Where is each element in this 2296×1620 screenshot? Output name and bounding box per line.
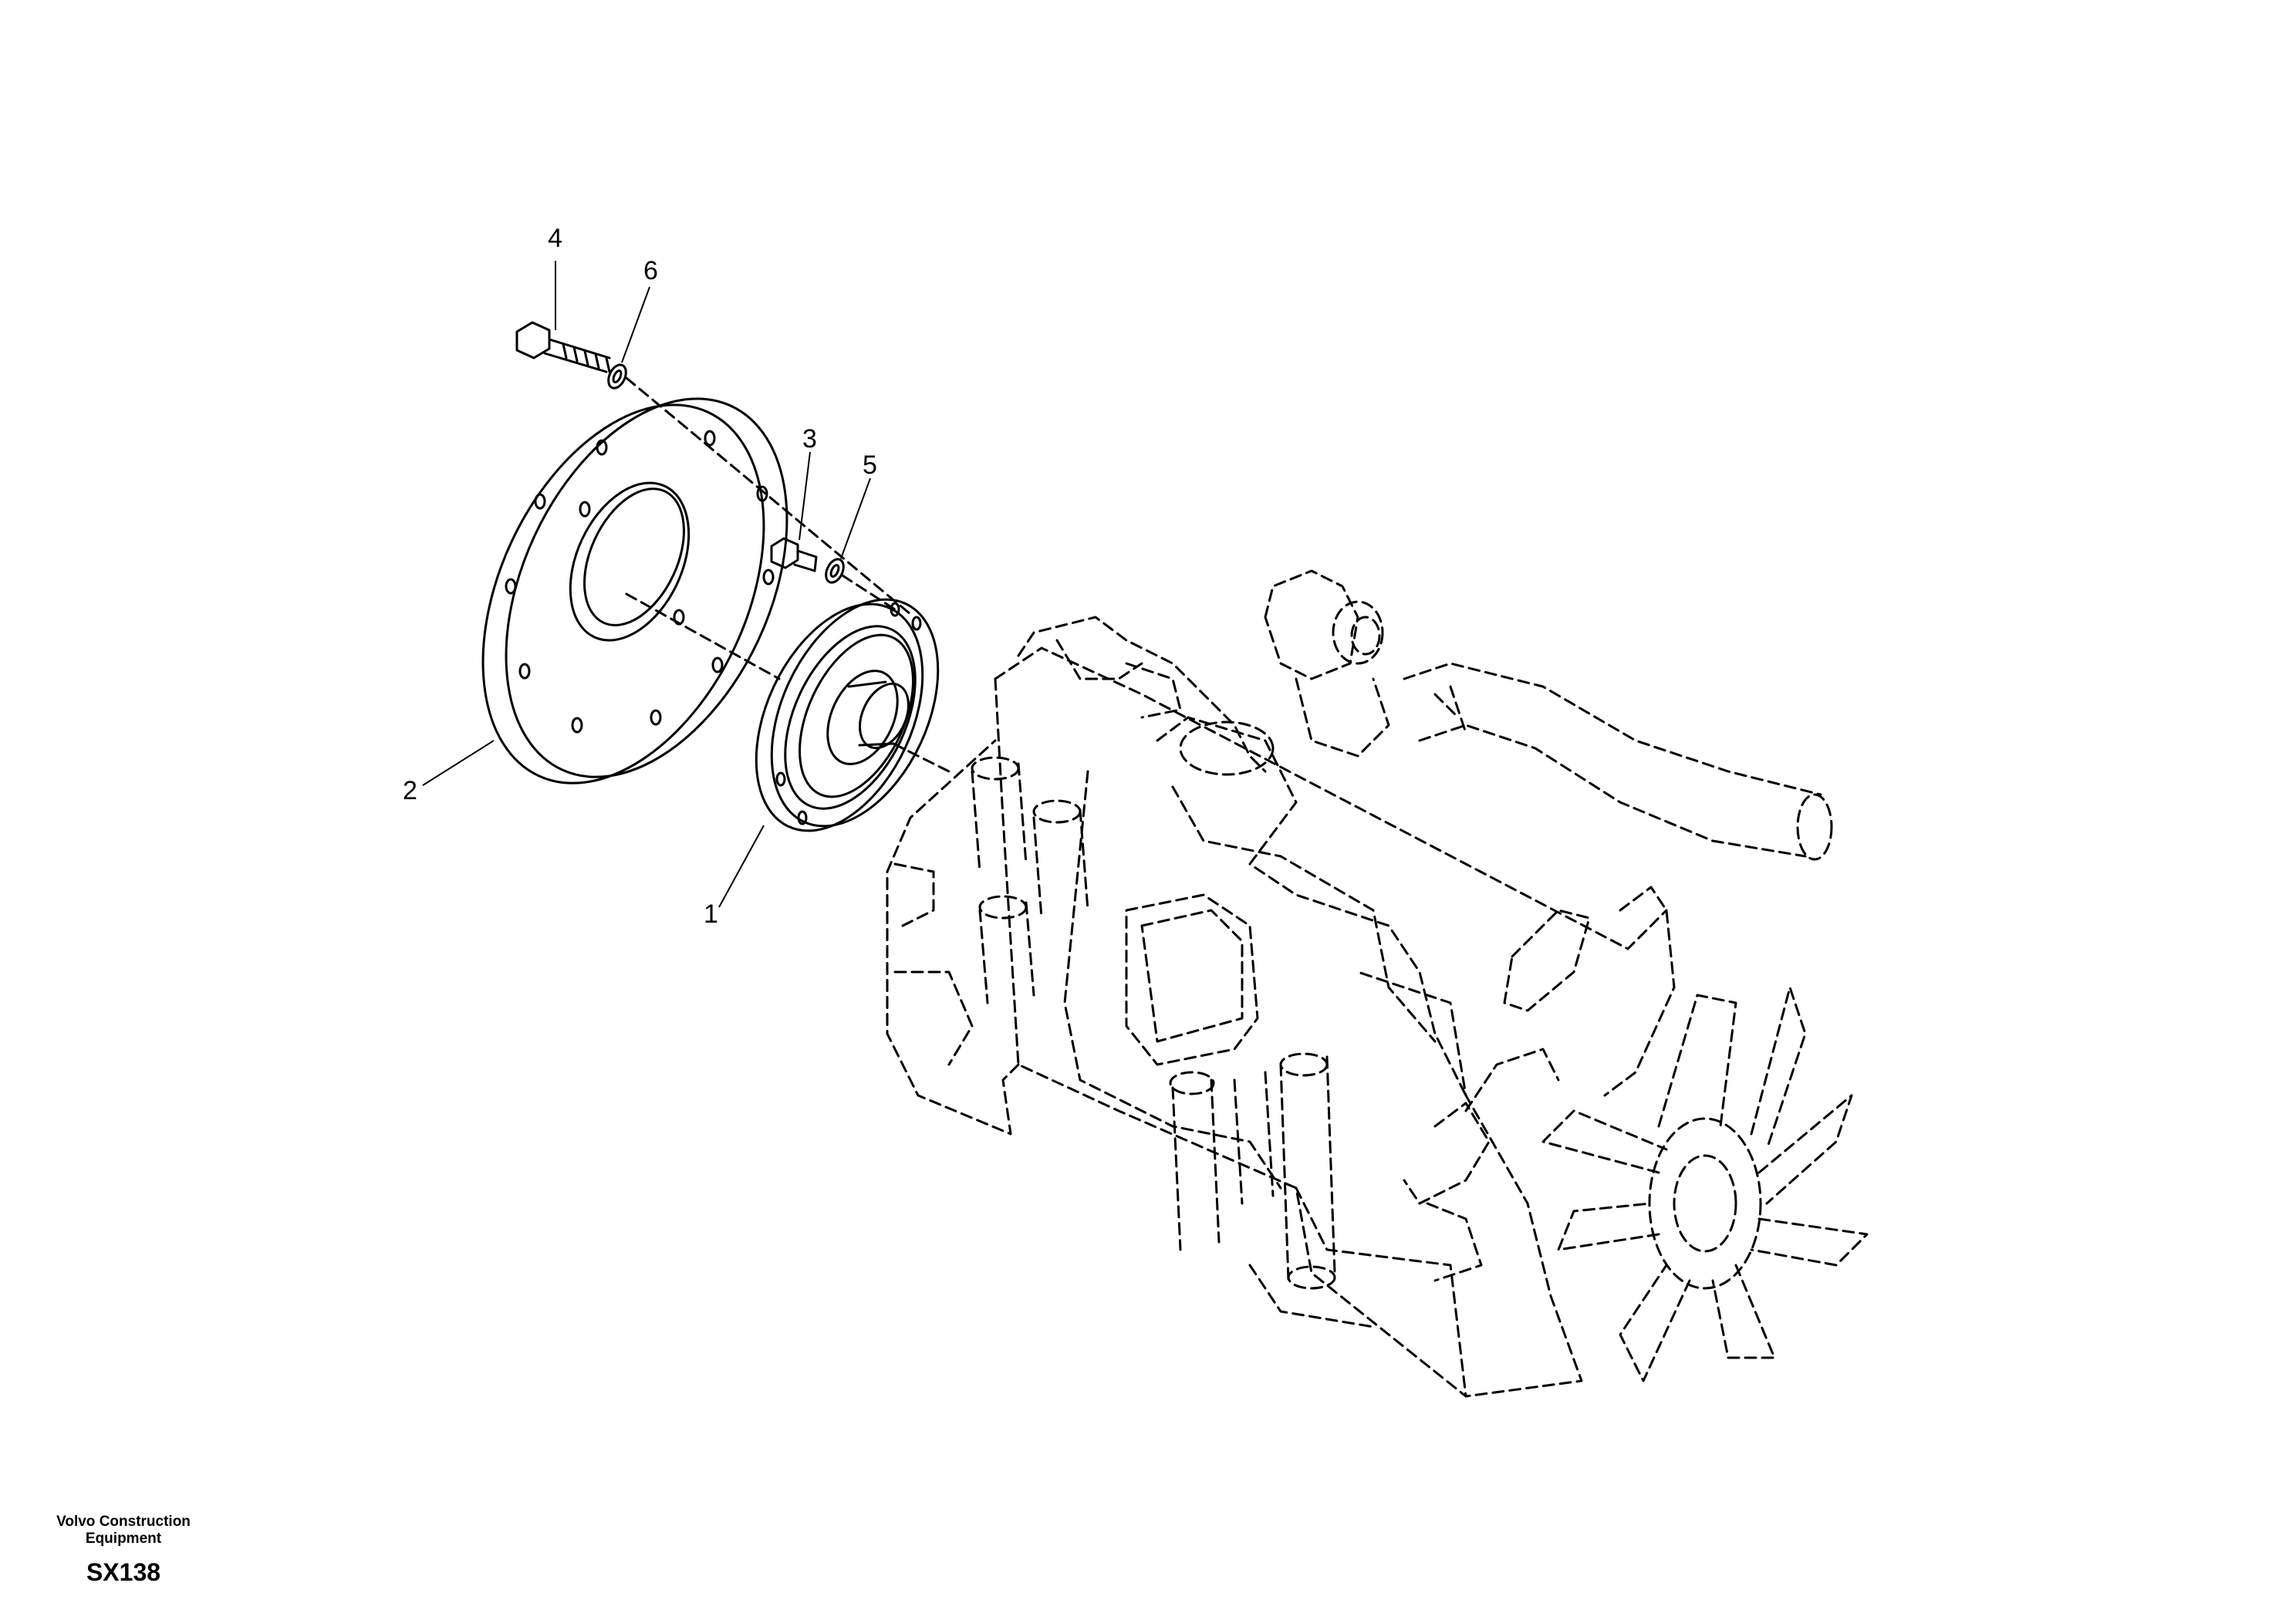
bolt-3[interactable] [770, 537, 818, 572]
flange-plate-2[interactable] [427, 354, 843, 829]
fan-outline [1541, 986, 1869, 1382]
figure-code: SX138 [86, 1558, 161, 1586]
flange-bolt-holes [505, 430, 775, 734]
brand-line-1: Volvo Construction [56, 1514, 191, 1530]
assembly-axis-lines [625, 376, 950, 773]
callout-5[interactable]: 5 [863, 451, 877, 480]
engine-outline [886, 569, 1869, 1398]
hub-1[interactable] [723, 573, 971, 857]
publisher-block: Volvo Construction Equipment SX138 [31, 1514, 216, 1587]
bolt-4[interactable] [515, 321, 611, 373]
brand-line-2: Equipment [85, 1531, 162, 1547]
callout-3[interactable]: 3 [802, 424, 817, 454]
callout-1[interactable]: 1 [704, 899, 718, 929]
washer-6[interactable] [605, 362, 630, 390]
callout-2[interactable]: 2 [403, 776, 417, 805]
callout-6[interactable]: 6 [643, 256, 658, 285]
washer-5[interactable] [822, 556, 847, 585]
callout-4[interactable]: 4 [548, 224, 562, 253]
callout-numbers: 1 2 3 4 5 6 [403, 224, 877, 929]
callout-leaders [422, 261, 871, 908]
